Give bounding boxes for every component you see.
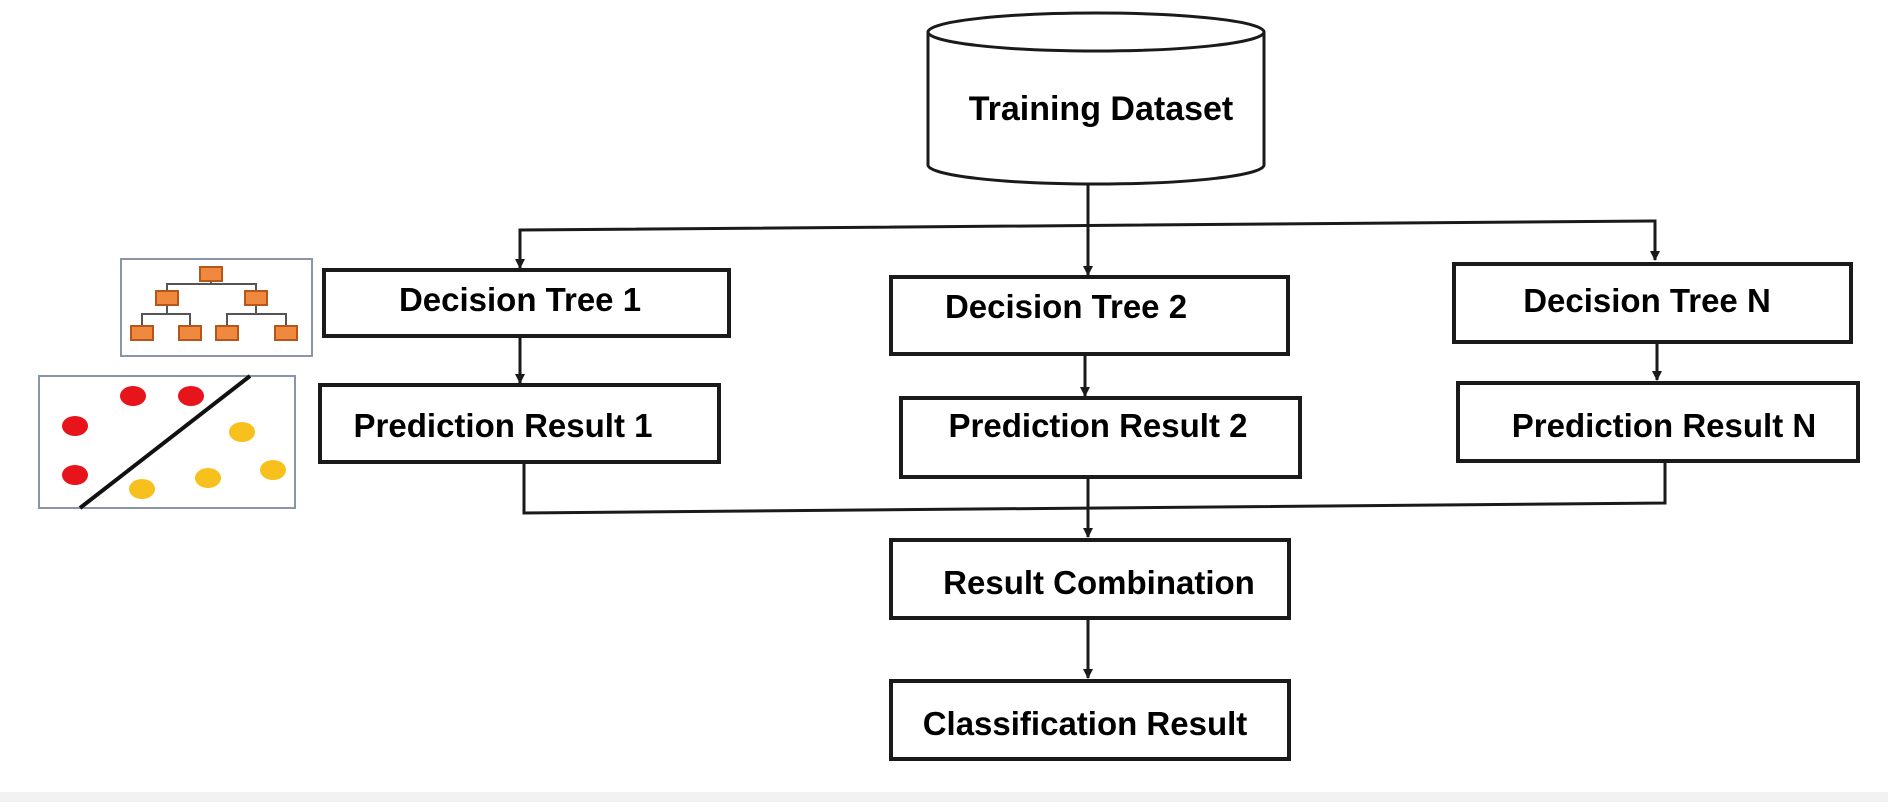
prediction-result-2-label: Prediction Result 2 [949, 407, 1248, 444]
classification-scatter-icon [38, 374, 296, 510]
decision-tree-n-label: Decision Tree N [1523, 282, 1771, 319]
prediction-result-1-node: Prediction Result 1 [318, 383, 721, 464]
result-combination-node: Result Combination [889, 538, 1291, 620]
prediction-result-n-node: Prediction Result N [1456, 381, 1860, 463]
prediction-result-2-node: Prediction Result 2 [899, 396, 1302, 479]
decision-tree-n-node: Decision Tree N [1452, 262, 1853, 344]
bottom-band [0, 792, 1888, 802]
classification-result-label: Classification Result [923, 705, 1248, 742]
prediction-result-1-label: Prediction Result 1 [354, 407, 653, 444]
prediction-result-n-label: Prediction Result N [1512, 407, 1816, 444]
dataset-connectors [515, 184, 1660, 276]
training-dataset-label: Training Dataset [969, 90, 1234, 128]
result-combination-label: Result Combination [943, 564, 1255, 601]
decision-tree-icon [120, 258, 313, 357]
decision-tree-2-label: Decision Tree 2 [945, 288, 1187, 325]
classification-result-node: Classification Result [889, 679, 1291, 761]
decision-tree-1-node: Decision Tree 1 [322, 268, 731, 338]
training-dataset-node: Training Dataset [926, 11, 1266, 186]
decision-tree-1-label: Decision Tree 1 [399, 281, 641, 318]
decision-tree-2-node: Decision Tree 2 [889, 275, 1290, 356]
aggregation-connector [522, 463, 1667, 538]
